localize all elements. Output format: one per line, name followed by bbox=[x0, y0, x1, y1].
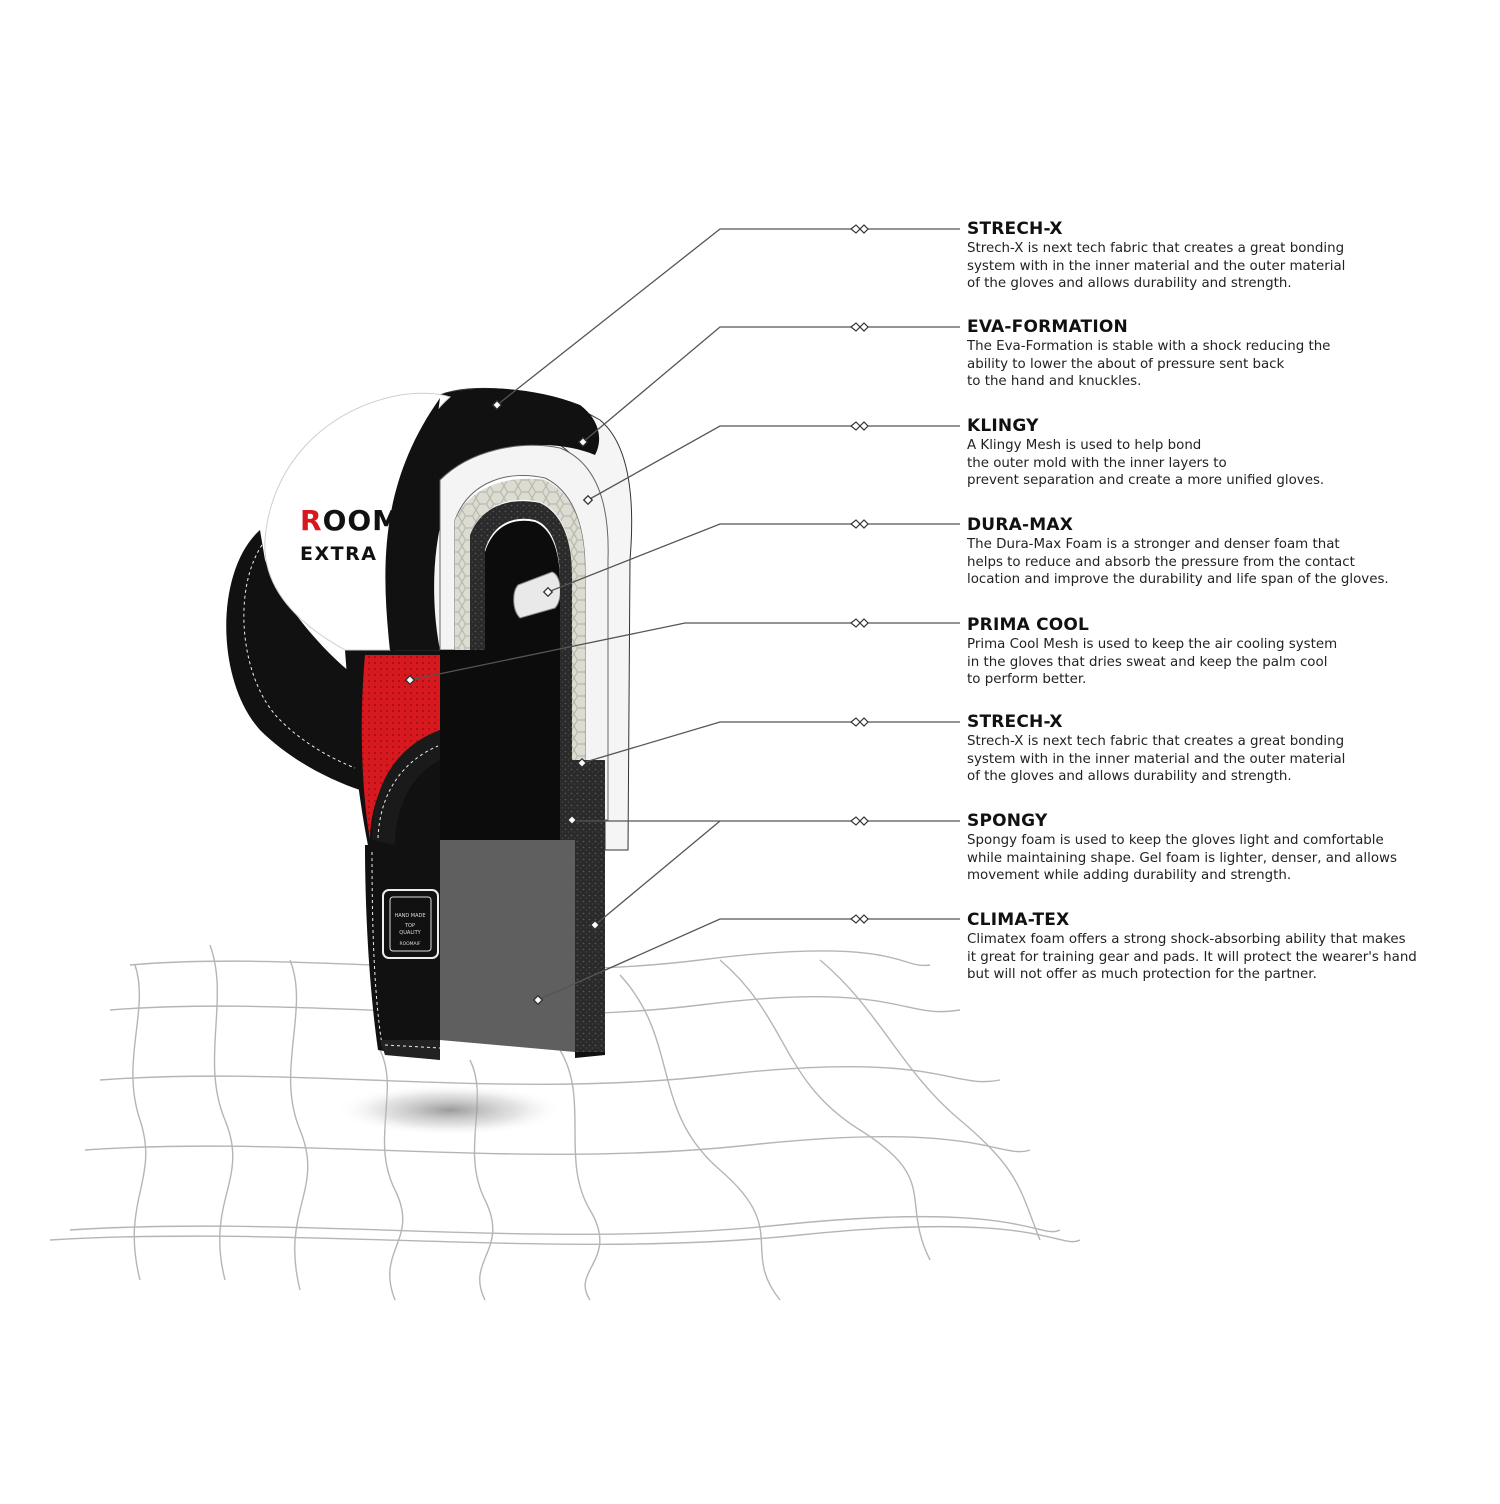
leader-mid-marker bbox=[850, 717, 869, 727]
layer-description: Strech-X is next tech fabric that create… bbox=[967, 734, 1346, 784]
leader-anchor-marker bbox=[589, 919, 601, 931]
label-strech-x-inner: STRECH-X Strech-X is next tech fabric th… bbox=[967, 712, 1467, 786]
leader-anchor-marker bbox=[576, 757, 588, 769]
leader-lines bbox=[409, 228, 960, 1001]
prima-cool-mesh bbox=[361, 655, 440, 840]
label-clima-tex: CLIMA-TEX Climatex foam offers a strong … bbox=[967, 910, 1467, 984]
layer-title: KLINGY bbox=[967, 416, 1039, 436]
quality-patch bbox=[382, 889, 439, 959]
leader-mid-marker bbox=[850, 914, 869, 924]
leader-mid-marker bbox=[850, 421, 869, 431]
label-strech-x-outer: STRECH-X Strech-X is next tech fabric th… bbox=[967, 219, 1467, 293]
leader-anchor-marker bbox=[404, 674, 416, 686]
leader-line bbox=[571, 820, 960, 822]
leader-line bbox=[582, 326, 960, 443]
layer-title: EVA-FORMATION bbox=[967, 317, 1128, 337]
layer-description: The Eva-Formation is stable with a shock… bbox=[967, 339, 1331, 389]
leader-mid-marker bbox=[850, 618, 869, 628]
layer-title: STRECH-X bbox=[967, 712, 1063, 732]
layer-description: The Dura-Max Foam is a stronger and dens… bbox=[967, 537, 1389, 587]
leader-anchor-marker bbox=[491, 399, 503, 411]
leader-anchor-marker bbox=[566, 814, 578, 826]
leader-mid-marker bbox=[850, 816, 869, 826]
svg-text:HAND MADE: HAND MADE bbox=[394, 913, 425, 919]
brand-logo: ROOM EXTRA PO bbox=[300, 504, 417, 565]
layer-description: A Klingy Mesh is used to help bond the o… bbox=[967, 438, 1325, 488]
layer-description: Prima Cool Mesh is used to keep the air … bbox=[967, 637, 1338, 687]
leader-line bbox=[537, 918, 960, 1001]
leader-anchor-marker bbox=[582, 494, 594, 506]
leader-mid-marker bbox=[850, 322, 869, 332]
label-dura-max: DURA-MAX The Dura-Max Foam is a stronger… bbox=[967, 515, 1467, 589]
leader-markers bbox=[404, 224, 869, 1006]
svg-text:TOP: TOP bbox=[404, 923, 415, 929]
spongy-foam-layer bbox=[575, 850, 605, 1055]
leader-anchor-marker bbox=[532, 994, 544, 1006]
layer-title: PRIMA COOL bbox=[967, 615, 1090, 635]
label-prima-cool: PRIMA COOL Prima Cool Mesh is used to ke… bbox=[967, 615, 1467, 689]
glove-thumb bbox=[226, 530, 360, 790]
leader-anchor-marker bbox=[577, 436, 589, 448]
layer-description: Climatex foam offers a strong shock-abso… bbox=[967, 932, 1417, 982]
layer-title: SPONGY bbox=[967, 811, 1048, 831]
leader-mid-marker bbox=[850, 519, 869, 529]
strech-x-outer-layer bbox=[382, 388, 600, 650]
glove-shadow bbox=[335, 1084, 565, 1136]
leader-line bbox=[496, 228, 960, 406]
leader-anchor-marker bbox=[542, 586, 554, 598]
layer-title: STRECH-X bbox=[967, 219, 1063, 239]
leader-line bbox=[594, 820, 721, 926]
label-klingy: KLINGY A Klingy Mesh is used to help bon… bbox=[967, 416, 1467, 490]
svg-text:ROOMAIF: ROOMAIF bbox=[399, 941, 420, 947]
svg-text:QUALITY: QUALITY bbox=[399, 930, 421, 936]
leader-line bbox=[587, 425, 960, 501]
label-eva-formation: EVA-FORMATION The Eva-Formation is stabl… bbox=[967, 317, 1467, 391]
label-spongy: SPONGY Spongy foam is used to keep the g… bbox=[967, 811, 1467, 885]
climatex-layer bbox=[440, 840, 575, 1052]
layer-description: Spongy foam is used to keep the gloves l… bbox=[967, 833, 1397, 883]
layer-title: DURA-MAX bbox=[967, 515, 1073, 535]
leader-mid-marker bbox=[850, 224, 869, 234]
svg-text:ROOM: ROOM bbox=[300, 504, 401, 537]
layer-description: Strech-X is next tech fabric that create… bbox=[967, 241, 1346, 291]
leader-line bbox=[547, 523, 960, 593]
layer-title: CLIMA-TEX bbox=[967, 910, 1070, 930]
leader-line bbox=[581, 721, 960, 764]
